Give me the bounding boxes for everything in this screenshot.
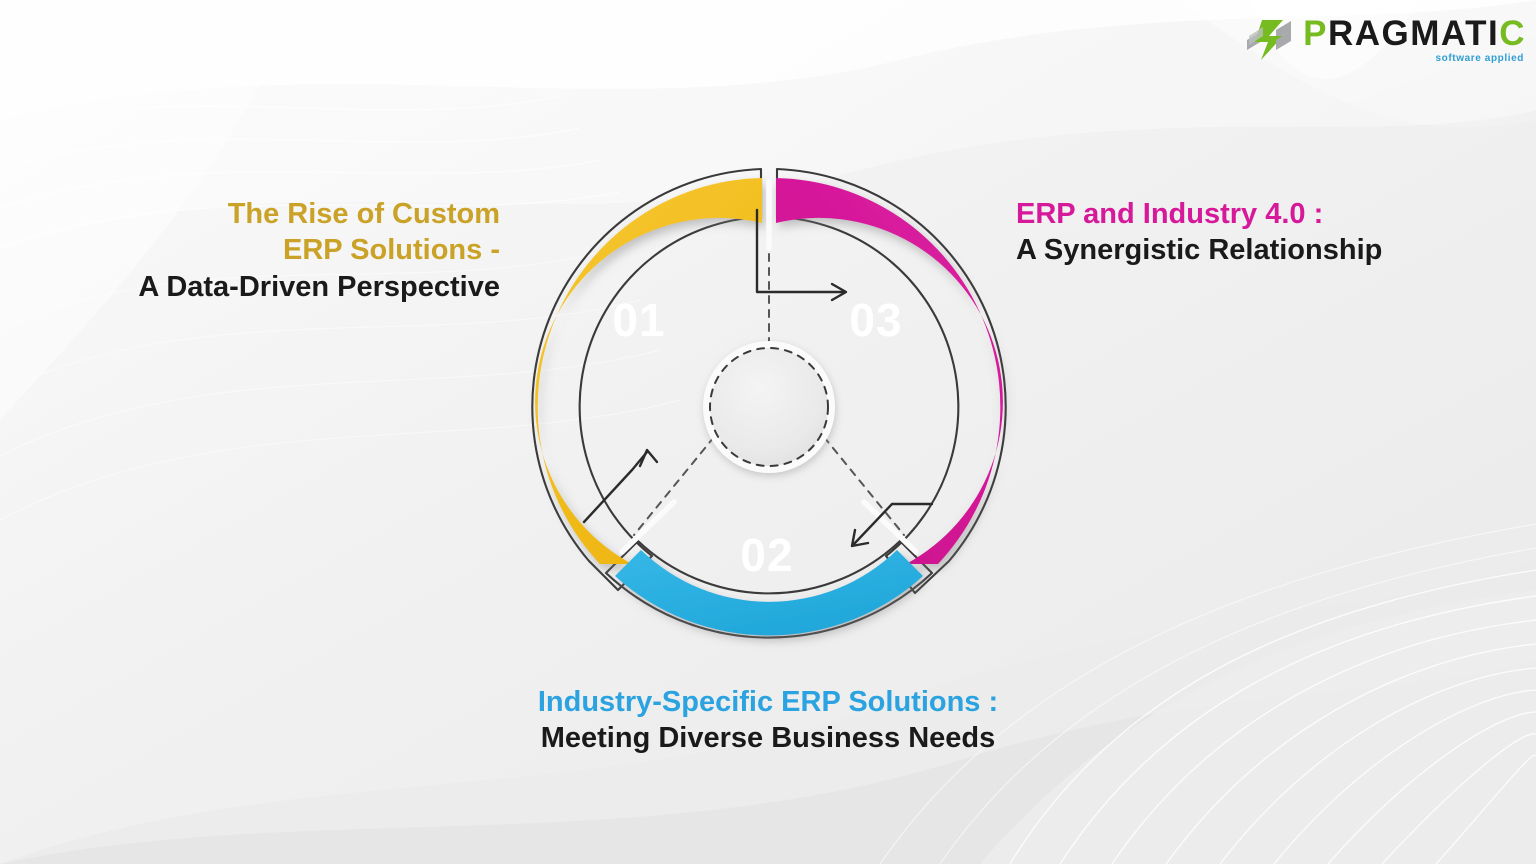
arrow-03-to-02 bbox=[852, 502, 934, 546]
three-step-wheel-diagram: 01 03 02 bbox=[514, 152, 1024, 662]
segment-01 bbox=[535, 178, 762, 564]
flow-arrows bbox=[582, 208, 934, 548]
logo-word-c: C bbox=[1499, 14, 1526, 53]
logo-word-mid: RAGMATI bbox=[1328, 14, 1500, 53]
segment-gap-highlight bbox=[619, 179, 919, 555]
caption-line: Industry-Specific ERP Solutions : bbox=[537, 686, 999, 718]
segment-03 bbox=[776, 178, 1003, 564]
caption-line: ERP Solutions - bbox=[283, 234, 500, 267]
caption-line: ERP and Industry 4.0 : bbox=[1016, 198, 1324, 230]
segment-outline-ring bbox=[531, 167, 1007, 639]
center-hub-fill bbox=[710, 348, 828, 466]
segment-03-number: 03 bbox=[849, 294, 902, 346]
caption-line: A Synergistic Relationship bbox=[1016, 234, 1383, 267]
arrow-02-to-01 bbox=[582, 450, 649, 524]
segment-02-number: 02 bbox=[740, 529, 793, 581]
arrow-01-to-03 bbox=[755, 208, 846, 294]
segment-02 bbox=[615, 550, 923, 636]
caption-line: Meeting Diverse Business Needs bbox=[540, 722, 996, 755]
pragmatic-logo-mark bbox=[1247, 20, 1292, 60]
center-hub-dashed-border bbox=[709, 347, 829, 467]
topic-03-caption: ERP and Industry 4.0 : A Synergistic Rel… bbox=[1016, 196, 1516, 269]
dashed-connector-rails bbox=[633, 247, 905, 536]
caption-line: The Rise of Custom bbox=[227, 198, 500, 230]
caption-line: A Data-Driven Perspective bbox=[138, 270, 500, 303]
logo-word-p: P bbox=[1303, 14, 1328, 53]
topic-02-caption: Industry-Specific ERP Solutions : Meetin… bbox=[318, 684, 1218, 757]
logo-tagline: software applied bbox=[1435, 53, 1524, 64]
topic-01-caption: The Rise of Custom ERP Solutions - A Dat… bbox=[0, 196, 500, 305]
segment-01-number: 01 bbox=[612, 294, 665, 346]
